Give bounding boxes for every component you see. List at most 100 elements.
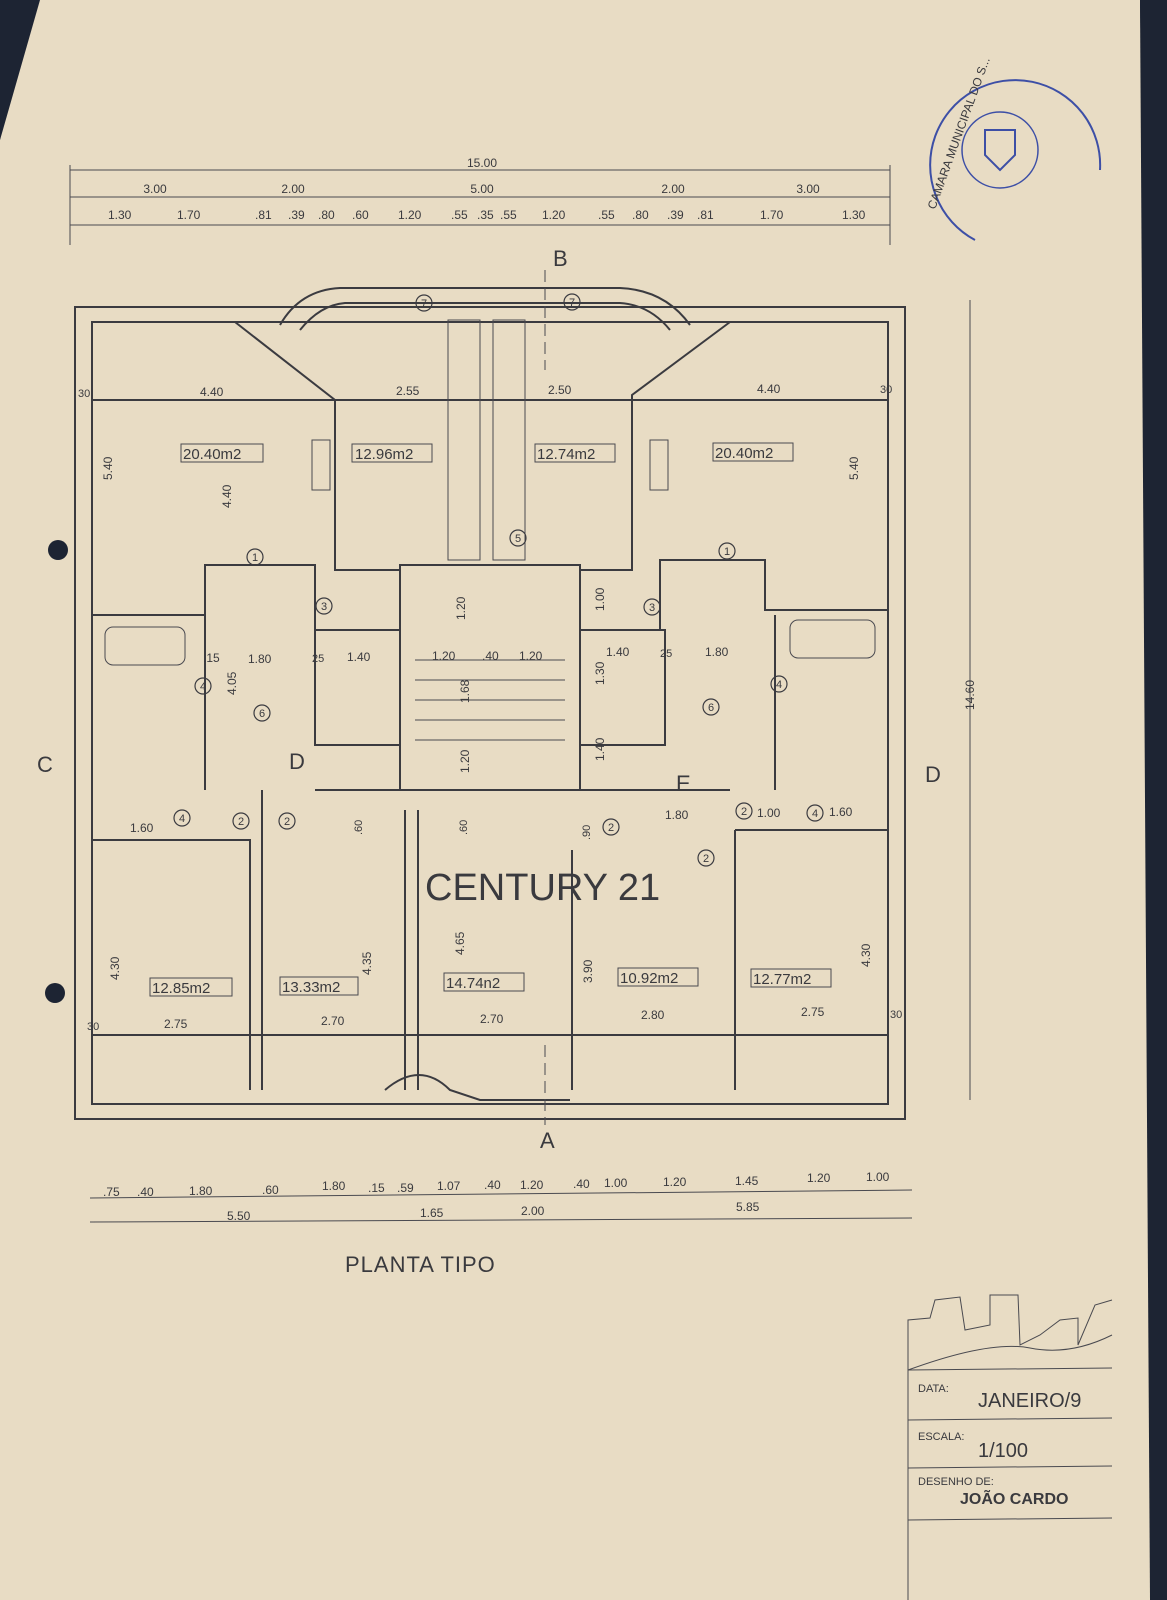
dim: 1.00 [604, 1176, 628, 1190]
dim: 2.00 [521, 1204, 545, 1218]
dim: 3.00 [143, 182, 167, 196]
section-d-label: D [925, 762, 941, 787]
dim: 1.20 [807, 1171, 831, 1185]
dim: 1.20 [432, 649, 456, 663]
room-area: 13.33m2 [282, 979, 340, 996]
dim: 25 [660, 648, 672, 660]
date-label: DATA: [918, 1383, 949, 1395]
dim: 1.00 [757, 806, 781, 820]
title-block: DATA: JANEIRO/9 ESCALA: 1/100 DESENHO DE… [907, 1294, 1113, 1600]
room-number: 2 [608, 822, 614, 834]
dim: 4.05 [225, 671, 239, 695]
room-number-circle [194, 677, 212, 695]
dim: .60 [352, 208, 369, 222]
dim: 1.40 [347, 650, 371, 664]
dim: 2.75 [164, 1017, 188, 1031]
dim: 1.40 [606, 645, 630, 659]
dim: 1.40 [593, 737, 607, 761]
room-areas: 20.40m2 12.96m2 12.74m2 20.40m2 12.85m2 … [149, 442, 832, 997]
room-number: 3 [649, 602, 655, 614]
dim: 1.30 [108, 208, 132, 222]
dim: 1.65 [420, 1206, 444, 1220]
bottom-dimensions: .75 .40 1.80 .60 1.80 .15 .59 1.07 .40 1… [89, 1170, 913, 1223]
dim: 5.40 [101, 456, 115, 480]
dim: .39 [288, 208, 305, 222]
dim: .55 [598, 208, 615, 222]
dim: 4.40 [757, 382, 781, 396]
room-number: 2 [284, 816, 290, 828]
room-number: 5 [515, 533, 521, 545]
dim: .40 [137, 1185, 154, 1199]
room-number: 3 [321, 601, 327, 613]
dim: 2.55 [396, 384, 420, 398]
dim: 1.80 [322, 1179, 346, 1193]
room-number: 4 [812, 808, 818, 820]
dark-corner [0, 0, 40, 140]
dim: .81 [255, 208, 272, 222]
bathtub-icon [789, 619, 876, 659]
dim: .55 [451, 208, 468, 222]
dim: .80 [318, 208, 335, 222]
dim: .75 [103, 1185, 120, 1199]
dim: .39 [667, 208, 684, 222]
dim: 5.00 [470, 182, 494, 196]
dim: 1.30 [593, 661, 607, 685]
dim: 1.30 [842, 208, 866, 222]
dark-edge [1140, 0, 1167, 1600]
dim: .15 [368, 1181, 385, 1195]
room-number: 4 [179, 813, 185, 825]
door-letter: D [289, 749, 305, 774]
dim: 2.70 [480, 1012, 504, 1026]
date-value: JANEIRO/9 [978, 1390, 1081, 1412]
room-number: 4 [200, 681, 206, 693]
room-number: 2 [703, 853, 709, 865]
dim: 30 [880, 384, 892, 396]
dim: 1.20 [458, 749, 472, 773]
room-number: 6 [259, 708, 265, 720]
room-area: 14.74n2 [446, 975, 500, 992]
drawn-by-value: JOÃO CARDO [960, 1488, 1068, 1508]
dim: 3.90 [581, 959, 595, 983]
dim: 30 [87, 1021, 99, 1033]
dim: .59 [397, 1181, 414, 1195]
dim: 1.60 [829, 805, 853, 819]
dim: 2.00 [281, 182, 305, 196]
room-number-circle [770, 675, 788, 693]
dim: 1.07 [437, 1179, 461, 1193]
dim: 1.20 [520, 1178, 544, 1192]
room-area: 12.85m2 [152, 980, 210, 997]
drawn-by-label: DESENHO DE: [918, 1476, 994, 1488]
room-number-circle [643, 598, 661, 616]
punch-hole [48, 540, 68, 560]
room-number-circle [246, 548, 264, 566]
room-number-circle [278, 812, 296, 830]
room-number: 2 [741, 806, 747, 818]
room-area: 12.96m2 [355, 446, 413, 463]
dim: .81 [697, 208, 714, 222]
room-area: 20.40m2 [715, 445, 773, 462]
dim: 1.45 [735, 1174, 759, 1188]
dim: 1.80 [248, 652, 272, 666]
dim: 1.80 [189, 1184, 213, 1198]
dim: 5.50 [227, 1209, 251, 1223]
dim: 30 [78, 388, 90, 400]
room-number-circle [509, 529, 527, 547]
room-number-circle [806, 804, 824, 822]
room-number-circle [173, 809, 191, 827]
dim: 5.85 [736, 1200, 760, 1214]
room-number: 7 [421, 298, 427, 310]
dim: 4.65 [453, 931, 467, 955]
dim: 2.00 [661, 182, 685, 196]
bathtub-icon [104, 626, 186, 666]
dim-total-depth: 14.60 [963, 680, 977, 710]
dim: 1.80 [665, 808, 689, 822]
dim: 1.20 [663, 1175, 687, 1189]
dim: .90 [581, 825, 593, 840]
dim: 4.40 [220, 484, 234, 508]
dim: .55 [500, 208, 517, 222]
dim: 4.35 [360, 951, 374, 975]
dim-total-width: 15.00 [467, 156, 497, 170]
room-number: 1 [724, 546, 730, 558]
room-number-circle [232, 812, 250, 830]
